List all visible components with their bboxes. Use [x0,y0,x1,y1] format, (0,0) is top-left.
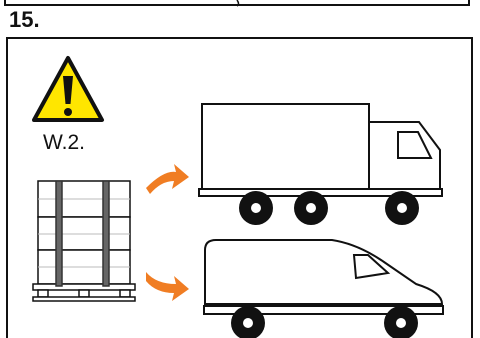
step-panel [6,37,473,338]
previous-step-frame [4,0,470,6]
step-number: 15. [9,7,40,32]
pallet-icon [32,180,136,302]
arrow-icon [146,164,189,301]
truck-icon [198,103,443,225]
warning-triangle-icon [32,56,104,122]
van-icon [203,239,444,315]
warning-code: W.2. [43,131,86,154]
